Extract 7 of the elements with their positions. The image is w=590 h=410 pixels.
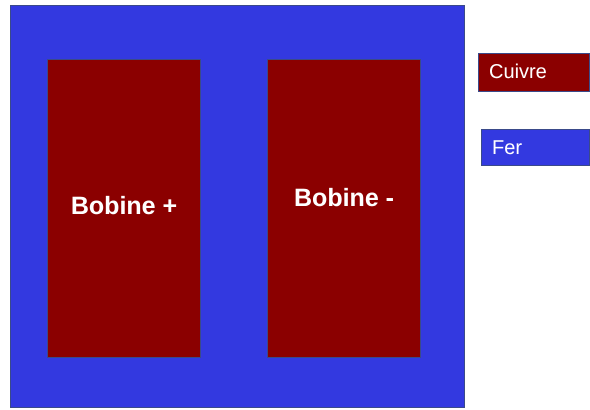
coil-label: Bobine + (70, 192, 178, 221)
coil-label: Bobine - (293, 184, 395, 213)
iron-core (10, 5, 465, 408)
legend-label: Fer (492, 137, 522, 160)
coil-block (267, 59, 421, 358)
legend-label: Cuivre (489, 61, 547, 84)
coil-block (47, 59, 201, 358)
